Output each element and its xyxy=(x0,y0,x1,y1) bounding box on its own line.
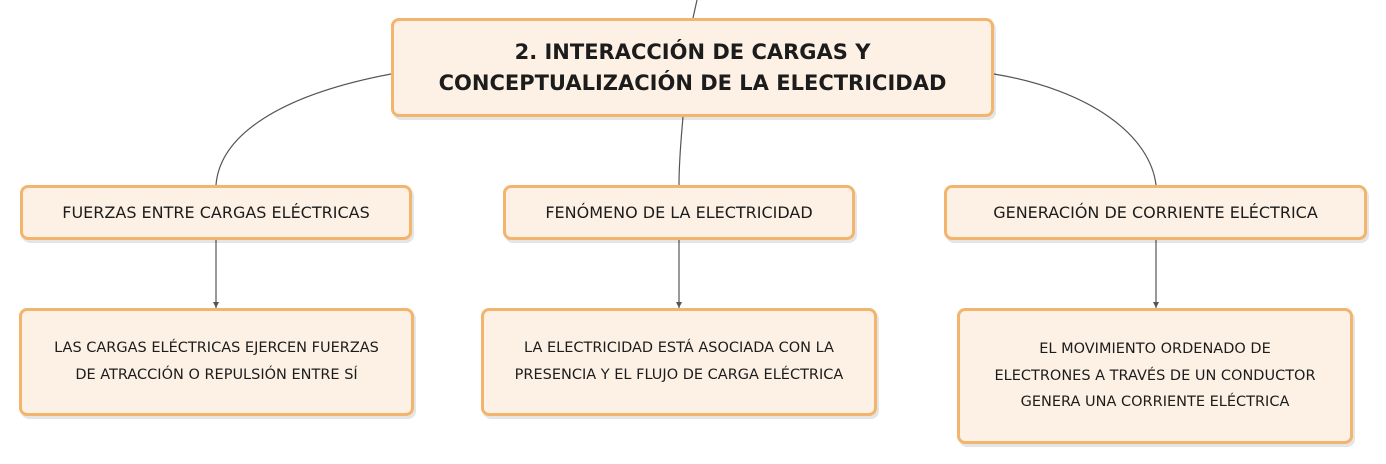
detail-line: PRESENCIA Y EL FLUJO DE CARGA ELÉCTRICA xyxy=(514,367,844,383)
arrowhead-fenomeno xyxy=(676,302,682,308)
detail-line: EL MOVIMIENTO ORDENADO DE xyxy=(1039,340,1271,357)
detail-node-fenomeno[interactable]: LA ELECTRICIDAD ESTÁ ASOCIADA CON LA PRE… xyxy=(481,308,877,416)
branch-label: FUERZAS ENTRE CARGAS ELÉCTRICAS xyxy=(62,203,370,222)
detail-line: DE ATRACCIÓN O REPULSIÓN ENTRE SÍ xyxy=(75,367,358,383)
branch-node-generacion[interactable]: GENERACIÓN DE CORRIENTE ELÉCTRICA xyxy=(944,185,1367,240)
detail-line: LA ELECTRICIDAD ESTÁ ASOCIADA CON LA xyxy=(524,340,834,357)
detail-line: LAS CARGAS ELÉCTRICAS EJERCEN FUERZAS xyxy=(54,340,379,357)
main-topic-line-1: 2. INTERACCIÓN DE CARGAS Y xyxy=(514,40,871,65)
arrowhead-generacion xyxy=(1153,302,1159,308)
connector-main-to-fenomeno xyxy=(678,116,684,186)
branch-node-fenomeno[interactable]: FENÓMENO DE LA ELECTRICIDAD xyxy=(503,185,855,240)
detail-line: GENERA UNA CORRIENTE ELÉCTRICA xyxy=(1020,394,1290,411)
main-topic-line-2: CONCEPTUALIZACIÓN DE LA ELECTRICIDAD xyxy=(438,70,947,95)
connector-main-to-generacion xyxy=(993,73,1157,186)
parent-connector xyxy=(692,0,698,19)
detail-node-fuerzas[interactable]: LAS CARGAS ELÉCTRICAS EJERCEN FUERZAS DE… xyxy=(19,308,414,416)
detail-node-generacion[interactable]: EL MOVIMIENTO ORDENADO DE ELECTRONES A T… xyxy=(957,308,1353,444)
branch-node-fuerzas[interactable]: FUERZAS ENTRE CARGAS ELÉCTRICAS xyxy=(20,185,412,240)
connector-main-to-fuerzas xyxy=(215,73,392,186)
branch-label: GENERACIÓN DE CORRIENTE ELÉCTRICA xyxy=(993,203,1318,222)
detail-line: ELECTRONES A TRAVÉS DE UN CONDUCTOR xyxy=(994,367,1316,384)
branch-label: FENÓMENO DE LA ELECTRICIDAD xyxy=(545,203,813,222)
arrowhead-fuerzas xyxy=(213,302,219,308)
main-topic-node[interactable]: 2. INTERACCIÓN DE CARGAS Y CONCEPTUALIZA… xyxy=(391,18,994,117)
